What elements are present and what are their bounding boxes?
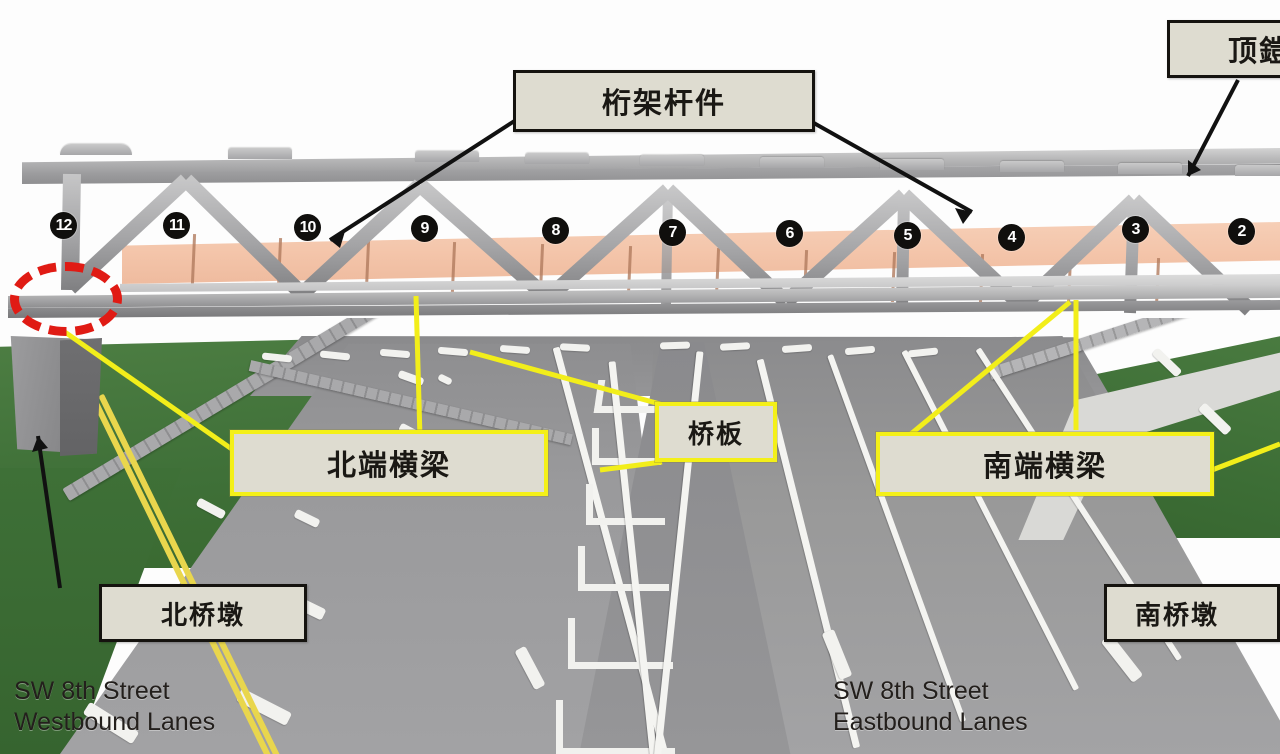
median-chevron	[556, 700, 675, 754]
label-north-pier-text: 北桥墩	[160, 600, 245, 631]
label-north-pier[interactable]: 北桥墩	[99, 584, 307, 642]
lane-dash	[559, 343, 591, 352]
label-truss-members[interactable]: 桁架杆件	[513, 70, 815, 132]
label-south-pier[interactable]: 南桥墩	[1104, 584, 1280, 642]
median-chevron	[578, 546, 669, 591]
street-label-westbound: SW 8th Street Westbound Lanes	[14, 677, 216, 736]
failure-zone-highlight	[10, 262, 122, 336]
label-truss-members-text: 桁架杆件	[601, 86, 726, 120]
roof-tab	[228, 148, 292, 159]
truss-node-5: 5	[894, 222, 921, 249]
roof-tab	[640, 155, 704, 166]
truss-node-7: 7	[659, 219, 686, 246]
lane-dash	[659, 341, 691, 350]
roof-tab	[1235, 165, 1280, 176]
truss-node-6: 6	[776, 220, 803, 247]
north-pier-shadow-face	[60, 338, 102, 456]
median-chevron	[568, 618, 673, 669]
truss-node-8: 8	[542, 217, 569, 244]
truss-node-10: 10	[294, 214, 321, 241]
label-north-end-crossbeam-text: 北端横梁	[326, 448, 451, 482]
label-bridge-deck-text: 桥板	[687, 419, 744, 450]
label-south-pier-text: 南桥墩	[1135, 600, 1220, 631]
roof-tab	[525, 153, 589, 164]
street-label-eastbound: SW 8th Street Eastbound Lanes	[833, 677, 1028, 736]
roof-tab	[60, 144, 132, 155]
label-canopy-text: 顶鎧	[1228, 34, 1280, 68]
roof-tab	[1118, 163, 1182, 174]
pedestrian-bridge-truss	[0, 138, 1280, 328]
truss-node-3: 3	[1122, 216, 1149, 243]
truss-node-12: 12	[50, 212, 77, 239]
label-canopy[interactable]: 顶鎧	[1167, 20, 1280, 78]
median-chevron	[592, 428, 661, 465]
truss-node-2: 2	[1228, 218, 1255, 245]
label-south-end-crossbeam[interactable]: 南端横梁	[876, 432, 1214, 496]
label-south-end-crossbeam-text: 南端横梁	[982, 449, 1107, 483]
truss-node-11: 11	[163, 212, 190, 239]
roof-tab	[760, 157, 824, 168]
truss-node-4: 4	[998, 224, 1025, 251]
truss-node-9: 9	[411, 215, 438, 242]
median-chevron	[593, 380, 660, 413]
roof-tab	[1000, 161, 1064, 172]
label-north-end-crossbeam[interactable]: 北端横梁	[230, 430, 548, 496]
label-bridge-deck[interactable]: 桥板	[655, 402, 777, 462]
